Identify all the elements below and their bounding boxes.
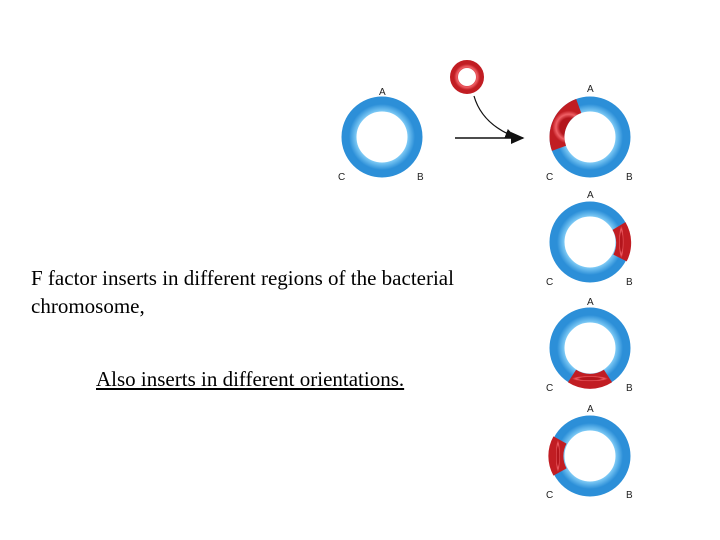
- integrated-chromosome-1: A C B: [546, 84, 633, 183]
- label-b: B: [626, 383, 633, 394]
- curved-arrow: [473, 95, 517, 138]
- label-a: A: [379, 87, 386, 98]
- f-factor-plasmid: [450, 60, 484, 94]
- label-a: A: [587, 404, 594, 415]
- label-b: B: [417, 172, 424, 183]
- label-a: A: [587, 190, 594, 201]
- caption-line-1: F factor inserts in different regions of…: [31, 266, 454, 318]
- label-b: B: [626, 277, 633, 288]
- integrated-chromosome-2: A C B: [546, 190, 633, 288]
- label-a: A: [587, 297, 594, 308]
- integrated-chromosome-4: A C B: [546, 404, 633, 501]
- label-c: C: [546, 490, 553, 501]
- label-c: C: [546, 172, 553, 183]
- label-a: A: [587, 84, 594, 95]
- f-insert-segment: [549, 98, 582, 151]
- label-b: B: [626, 490, 633, 501]
- label-c: C: [546, 277, 553, 288]
- f-insert-segment: [612, 222, 632, 262]
- caption-line-2: Also inserts in different orientations.: [96, 367, 405, 391]
- bacterial-chromosome: A C B: [338, 87, 424, 183]
- integrated-chromosome-3: A C B: [546, 297, 633, 394]
- label-b: B: [626, 172, 633, 183]
- label-c: C: [546, 383, 553, 394]
- f-insert-segment: [567, 369, 613, 389]
- f-insert-segment: [548, 436, 567, 476]
- label-c: C: [338, 172, 345, 183]
